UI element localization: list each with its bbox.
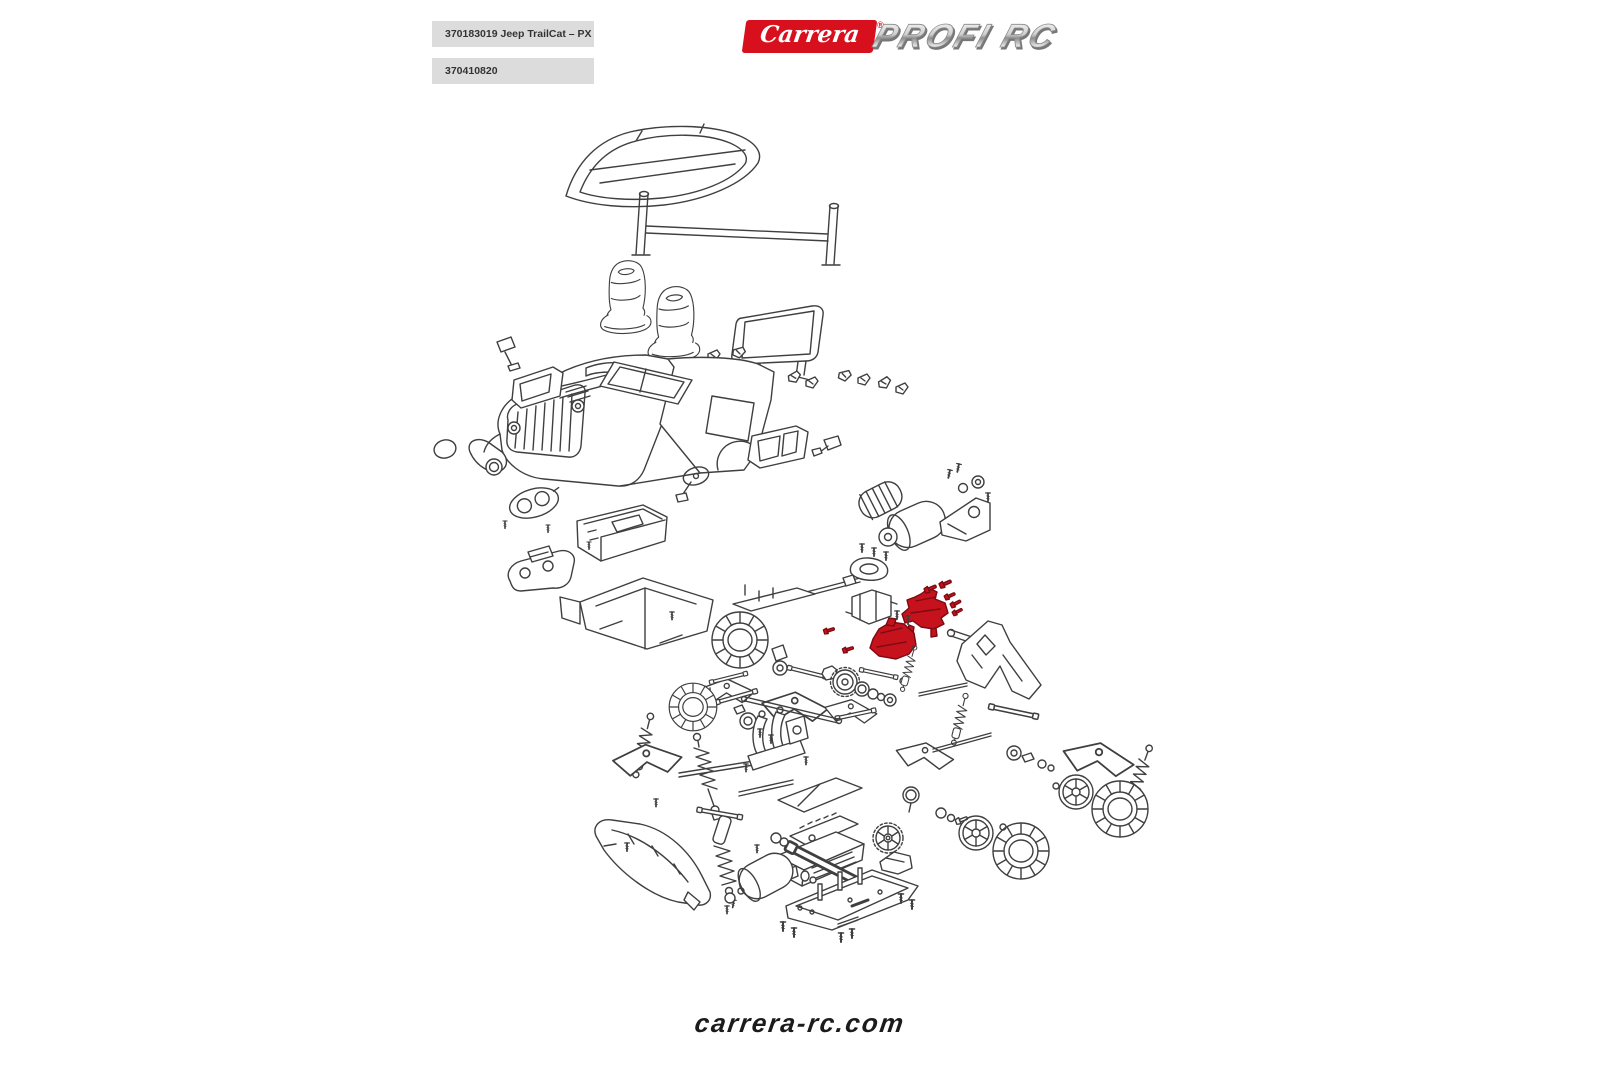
part-servo-saver bbox=[747, 706, 809, 771]
part-body-shell bbox=[468, 354, 775, 487]
part-lower-tub bbox=[559, 577, 714, 650]
part-window-panel-left bbox=[511, 366, 564, 409]
part-steering-wheel bbox=[675, 466, 710, 503]
screw bbox=[893, 610, 901, 620]
part-steering-linkage bbox=[732, 543, 898, 625]
part-mirror-right bbox=[811, 435, 842, 457]
part-spur-gear bbox=[770, 786, 920, 893]
part-roll-cage bbox=[565, 123, 761, 208]
part-gear-cluster bbox=[771, 644, 907, 707]
part-battery bbox=[723, 852, 817, 915]
part-lamp-buckets bbox=[433, 439, 560, 519]
part-window-panel bbox=[731, 305, 824, 383]
part-gearbox-highlighted bbox=[822, 577, 964, 660]
part-knuckles bbox=[733, 704, 1055, 772]
part-tire bbox=[1091, 780, 1149, 838]
screw bbox=[502, 520, 508, 530]
part-tire bbox=[992, 822, 1050, 880]
part-wheel-rim bbox=[1058, 774, 1094, 810]
part-window-panel-right bbox=[747, 425, 809, 469]
part-chassis-plate bbox=[779, 867, 919, 943]
part-seat-left bbox=[600, 260, 652, 335]
website-text: carrera-rc.com bbox=[692, 1008, 908, 1038]
registered-trademark-icon: ® bbox=[877, 20, 884, 30]
part-tire bbox=[668, 682, 718, 732]
part-mirror-left bbox=[496, 336, 521, 372]
part-number-label-short: 370410820 bbox=[432, 58, 594, 84]
profi-rc-text: PROFI RC bbox=[869, 18, 1063, 55]
part-shock bbox=[948, 691, 972, 747]
part-suspension-arm bbox=[893, 738, 956, 773]
part-shock-tower bbox=[956, 620, 1042, 700]
part-tire bbox=[711, 611, 769, 669]
part-suspension-arm bbox=[611, 741, 684, 778]
part-skid-brace bbox=[594, 819, 712, 911]
part-seat-right bbox=[647, 286, 701, 362]
part-roll-bar bbox=[631, 190, 841, 266]
brand-logo: Carrera ® bbox=[741, 20, 884, 53]
part-suspension-arm bbox=[1059, 736, 1138, 782]
profi-rc-shadow-text: PROFI RC bbox=[870, 20, 1064, 57]
part-motor bbox=[858, 462, 992, 551]
screw bbox=[545, 524, 551, 534]
part-number-label-full: 370183019 Jeep TrailCat – PX bbox=[432, 21, 594, 47]
part-front-bumper bbox=[507, 545, 576, 592]
part-wheel-hardware bbox=[935, 782, 1060, 831]
part-interior-tub bbox=[576, 504, 668, 562]
profi-rc-logo: PROFI RC PROFI RC bbox=[868, 17, 1064, 57]
part-link-rods bbox=[678, 670, 1040, 821]
